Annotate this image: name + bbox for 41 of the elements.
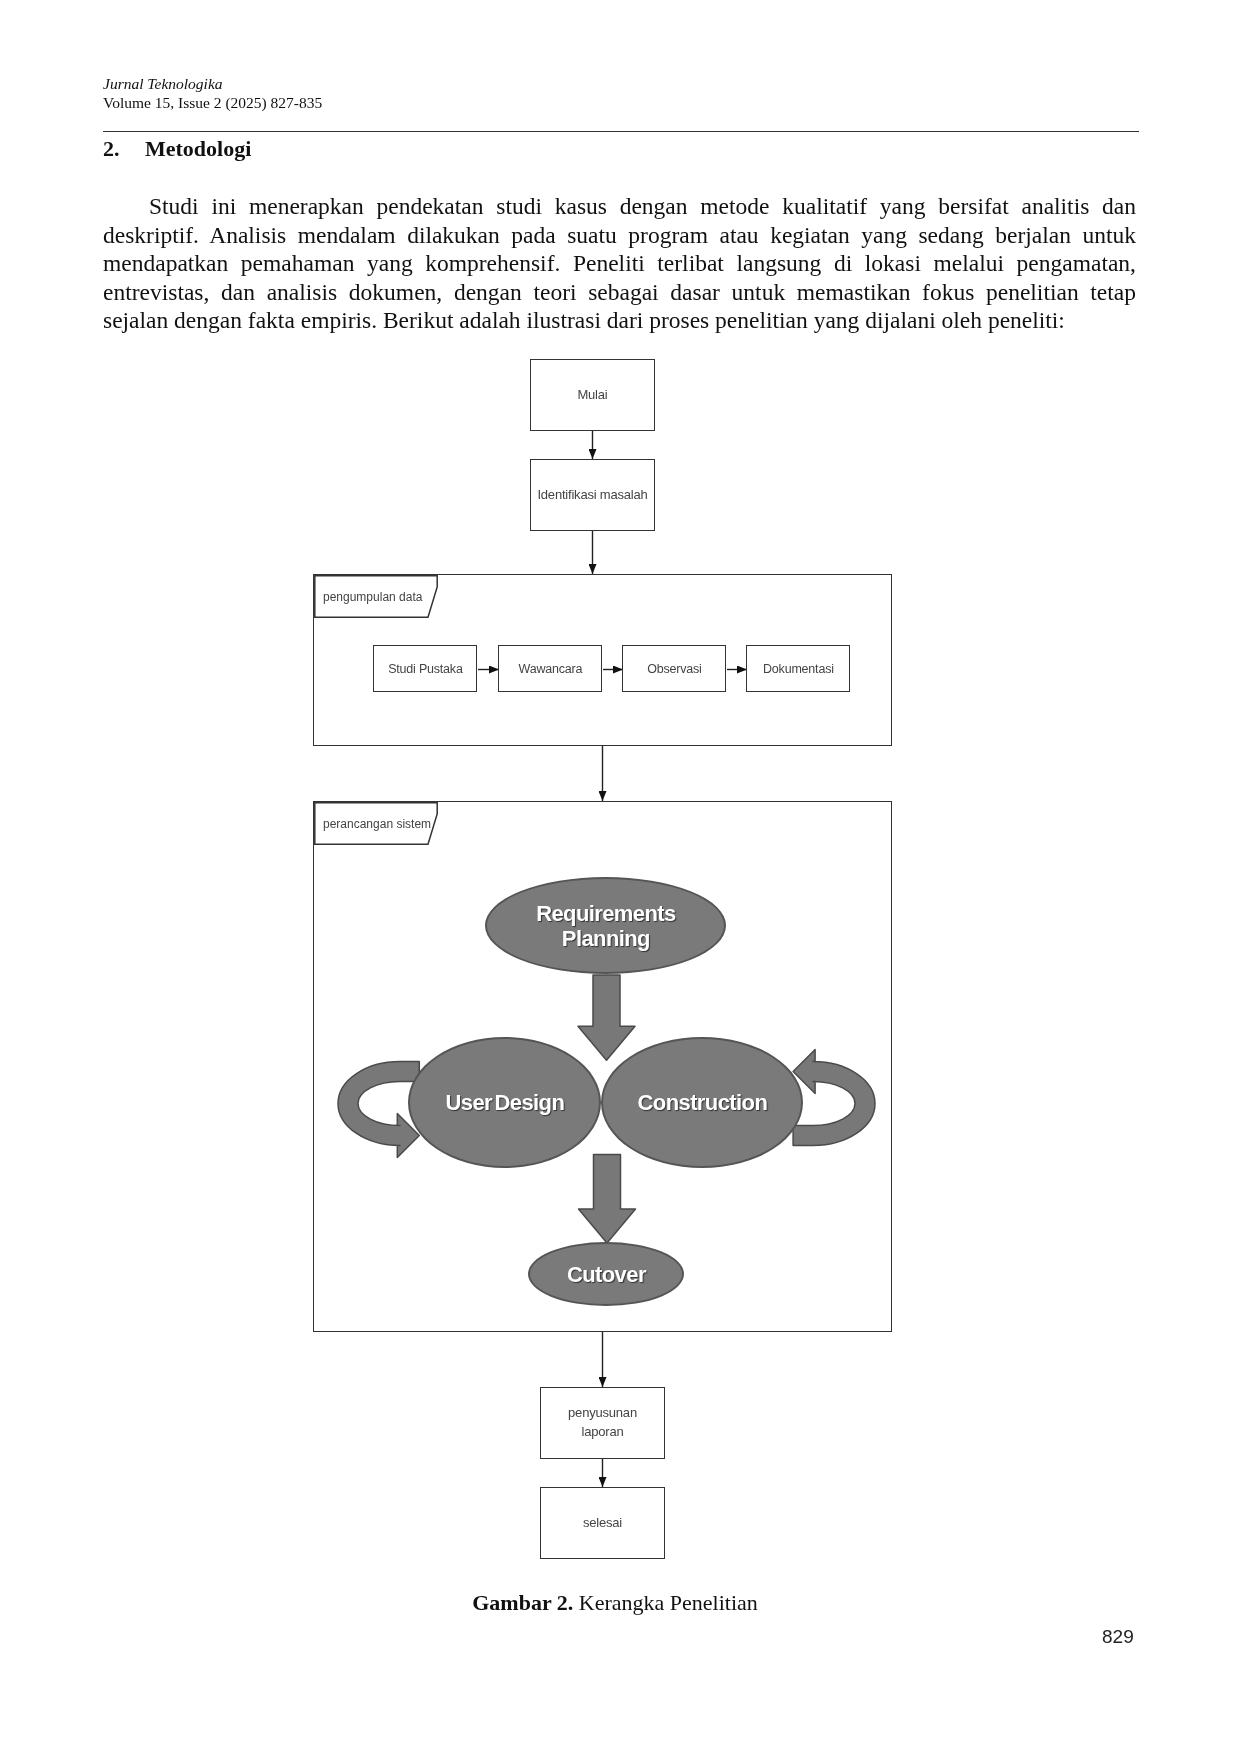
arrow [588,430,597,460]
arrow [602,665,624,674]
step-label: Identifikasi masalah [537,485,648,504]
process-box [498,645,603,693]
phase-label: Construction [637,1090,768,1116]
process-box [540,1387,665,1459]
arrow [598,745,607,802]
phase-label: Requirements Planning [535,900,677,952]
phase-label: User Design [445,1090,565,1116]
page-number: 829 [1102,1626,1134,1648]
step-label: Wawancara [518,660,583,678]
section-heading: 2. Metodologi [103,136,252,162]
arrow [598,1458,607,1488]
group-frame [313,574,892,746]
phase-label: Cutover [566,1261,646,1288]
body-paragraph: Studi ini menerapkan pendekatan studi kasus dengan metode kualitatif yang bersifat analitis dan deskriptif. Analisis mendalam dilakukan pada suatu program atau kegiatan yang sedang berjalan untuk mendapatkan pemahaman yang komprehensif. Peneliti terlibat langsung di lokasi melalui pengamatan, entrevistas, dan analisis dokumen, dengan teori sebagai dasar untuk memastikan fokus penelitian tetap sejalan dengan fakta empiris. Berikut adalah ilustrasi dari proses penelitian yang dijalani oleh peneliti: [103,192,1136,335]
journal-name: Jurnal Teknologika [103,75,223,93]
step-label: selesai [582,1513,623,1532]
process-box [530,459,655,531]
process-box [540,1487,665,1559]
arrow [477,665,500,674]
arrow [726,665,748,674]
process-box [530,359,655,431]
step-label: Dokumentasi [763,660,834,678]
arrow [588,530,597,575]
frame-label: perancangan sistem [314,802,438,845]
step-label: Observasi [647,660,702,678]
process-box [746,645,851,693]
block-arrow [577,1153,637,1244]
curved-arrow [337,1060,421,1159]
step-label: Studi Pustaka [388,660,463,678]
process-box [622,645,727,693]
frame-label: pengumpulan data [314,575,438,618]
block-arrow [577,974,636,1062]
issue-info: Volume 15, Issue 2 (2025) 827-835 [103,94,323,112]
figure-caption: Gambar 2. Kerangka Penelitian [472,1590,758,1616]
arrow [598,1331,607,1388]
step-label: penyusunan laporan [567,1404,638,1441]
step-label: Mulai [577,385,608,404]
curved-arrow [792,1048,876,1147]
process-box [373,645,478,693]
